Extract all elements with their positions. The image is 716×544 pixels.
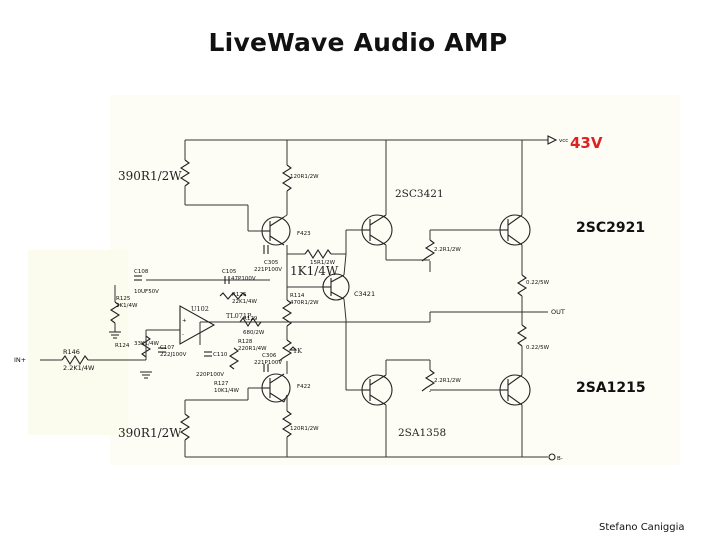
resistor-r126: [219, 292, 247, 300]
resistor-r124-value: 33K1/4W: [134, 341, 159, 347]
resistor-120r-bottom-label: 120R1/2W: [290, 426, 319, 432]
resistor-390r-bottom-label: 390R1/2W: [118, 426, 182, 440]
capacitor-c110-label: C110: [213, 352, 228, 358]
resistor-0r22-bottom: [516, 324, 528, 347]
svg-text:-: -: [182, 332, 184, 338]
transistor-2sa1215: [499, 374, 531, 406]
resistor-120r-top: [281, 164, 293, 192]
transistor-f422: [261, 373, 291, 403]
resistor-120r-top-label: 120R1/2W: [290, 174, 319, 180]
driver-pnp-label: 2SA1358: [398, 427, 446, 439]
resistor-120r-bottom: [281, 410, 293, 438]
resistor-0r22-bottom-label: 0.22/5W: [526, 345, 550, 351]
author-credit: Stefano Caniggia: [599, 522, 685, 533]
output-label: OUT: [551, 308, 565, 316]
transistor-f423-label: F423: [297, 231, 311, 237]
resistor-2r2-upper-label: 2.2R1/2W: [434, 247, 461, 253]
resistor-r114: [281, 299, 293, 327]
capacitor-c108-value: 10UF50V: [134, 289, 159, 295]
svg-text:+: +: [182, 318, 187, 324]
ground-symbol-left: [109, 331, 121, 339]
resistor-r124-ref: R124: [115, 343, 130, 349]
capacitor-c305-value: 221P100V: [254, 267, 282, 273]
output-pnp-label: 2SA1215: [576, 380, 646, 396]
capacitor-c108-label: C108: [134, 269, 149, 275]
capacitor-c305-label: C305: [264, 260, 279, 266]
resistor-390r-top-label: 390R1/2W: [118, 169, 182, 183]
resistor-0r22-top: [516, 274, 528, 297]
transistor-f422-label: F422: [297, 384, 311, 390]
schematic-title: LiveWave Audio AMP: [208, 28, 508, 57]
resistor-r125-value: 2K1/4W: [116, 303, 138, 309]
pot-wiper-arrow: [288, 346, 298, 351]
resistor-r129-value: 680/2W: [243, 330, 265, 336]
opamp-ref: U102: [191, 305, 209, 313]
output-npn-label: 2SC2921: [576, 220, 645, 236]
transistor-2sc2921: [499, 214, 531, 246]
resistor-r127-ref: R127: [214, 381, 229, 387]
resistor-r114-value: 470R1/2W: [290, 300, 319, 306]
pot-1k: [278, 339, 293, 362]
resistor-2r2-lower: [421, 369, 436, 392]
opamp-part: TL071P: [226, 312, 252, 320]
resistor-r114-ref: R114: [290, 293, 305, 299]
resistor-r126-value: 22K1/4W: [232, 299, 257, 305]
capacitor-c107-value: 222J100V: [160, 352, 187, 358]
supply-rail-positive: [185, 135, 558, 145]
resistor-r146-value: 2.2K1/4W: [63, 364, 95, 372]
resistor-r128: [228, 347, 240, 370]
capacitor-c105-value: 47P100V: [231, 276, 256, 282]
vcc-tag: vcc: [559, 138, 568, 144]
capacitor-c105-label: C105: [222, 269, 237, 275]
ground-symbol-mid: [140, 371, 152, 379]
resistor-15r-label: 15R1/2W: [310, 260, 336, 266]
resistor-r129: [239, 316, 262, 328]
capacitor-c107-label: C107: [160, 345, 175, 351]
bias-resistor-label: 1K1/4W: [290, 264, 339, 278]
input-label: IN+: [14, 356, 26, 364]
resistor-2r2-lower-label: 2.2R1/2W: [434, 378, 461, 384]
resistor-15r: [304, 248, 332, 260]
resistor-390r-top: [179, 159, 191, 187]
transistor-c3421-label: C3421: [354, 290, 375, 298]
resistor-2r2-upper: [421, 239, 436, 262]
resistor-r125: [109, 301, 121, 324]
opamp-u102: + -: [179, 305, 216, 345]
capacitor-c110-value: 220P100V: [196, 372, 224, 378]
supply-voltage-label: 43V: [570, 134, 603, 152]
transistor-c3421: [322, 273, 350, 301]
transistor-2sa1358: [361, 374, 393, 406]
transistor-2sc3421: [361, 214, 393, 246]
resistor-r128-ref: R128: [238, 339, 253, 345]
neg-rail-tag: B-: [557, 456, 563, 462]
resistor-r146-ref: R146: [63, 348, 80, 356]
resistor-r129-ref: R129: [243, 316, 258, 322]
supply-rail-negative: [185, 453, 556, 461]
resistor-r146: [61, 354, 89, 366]
pot-1k-label: 1K: [293, 347, 302, 355]
resistor-r127-value: 10K1/4W: [214, 388, 239, 394]
resistor-r128-value: 220R1/4W: [238, 346, 267, 352]
capacitor-c306-value: 221P100V: [254, 360, 282, 366]
resistor-390r-bottom: [179, 413, 191, 441]
driver-npn-label: 2SC3421: [395, 188, 444, 200]
resistor-r125-ref: R125: [116, 296, 131, 302]
resistor-r126-ref: R126: [232, 292, 247, 298]
capacitor-c306-label: C306: [262, 353, 277, 359]
resistor-0r22-top-label: 0.22/5W: [526, 280, 550, 286]
